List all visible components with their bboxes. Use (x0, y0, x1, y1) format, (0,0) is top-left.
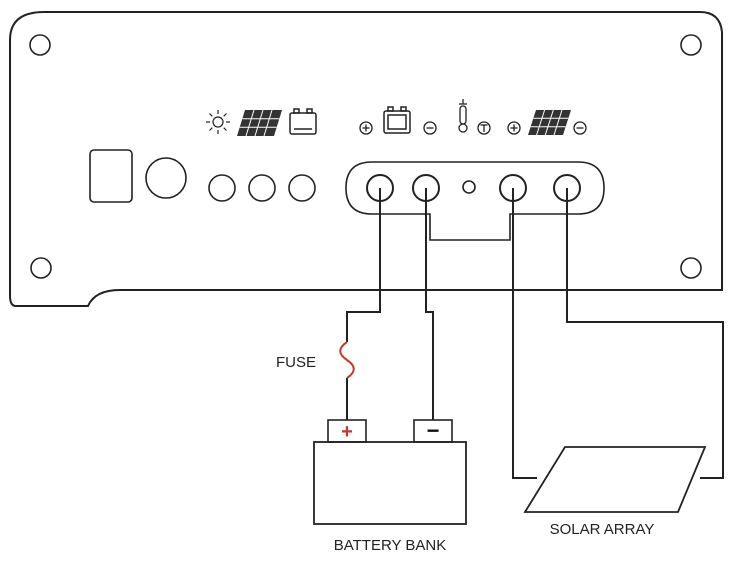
positive-terminal-icon (359, 121, 373, 135)
battery-icon (289, 108, 317, 135)
wire-battery-negative (425, 188, 434, 420)
indicator-led-3 (288, 174, 316, 202)
mounting-hole-bottom-left (30, 257, 52, 279)
terminal-block (345, 161, 605, 241)
mounting-hole-top-left (29, 34, 51, 56)
indicator-led-1 (208, 174, 236, 202)
solar-panel-icon (528, 109, 571, 136)
temperature-sensor-port (462, 180, 476, 194)
battery-positive-sign: + (341, 421, 353, 443)
mounting-hole-bottom-right (680, 257, 702, 279)
solar-array-label: SOLAR ARRAY (550, 521, 655, 538)
temperature-sensor-icon (477, 121, 491, 135)
wire-solar-negative (566, 188, 724, 479)
fuse-symbol (339, 341, 355, 379)
battery-icon (383, 106, 411, 134)
negative-terminal-icon (573, 121, 587, 135)
solar-array (523, 446, 707, 513)
sun-icon (206, 110, 230, 134)
battery-negative-sign: − (427, 418, 440, 443)
positive-terminal-icon (507, 121, 521, 135)
wire-solar-positive (512, 188, 537, 479)
negative-terminal-icon (423, 121, 437, 135)
controller-housing (9, 11, 723, 307)
solar-panel-icon (237, 109, 282, 137)
display-window (89, 149, 133, 203)
indicator-led-2 (248, 174, 276, 202)
mounting-hole-top-right (680, 34, 702, 56)
wire-battery-positive-to-fuse (346, 188, 381, 342)
thermometer-icon (458, 99, 468, 133)
fuse-label: FUSE (276, 354, 316, 371)
battery-bank-label: BATTERY BANK (334, 537, 447, 554)
battery-bank (313, 441, 467, 525)
main-button (145, 157, 187, 199)
